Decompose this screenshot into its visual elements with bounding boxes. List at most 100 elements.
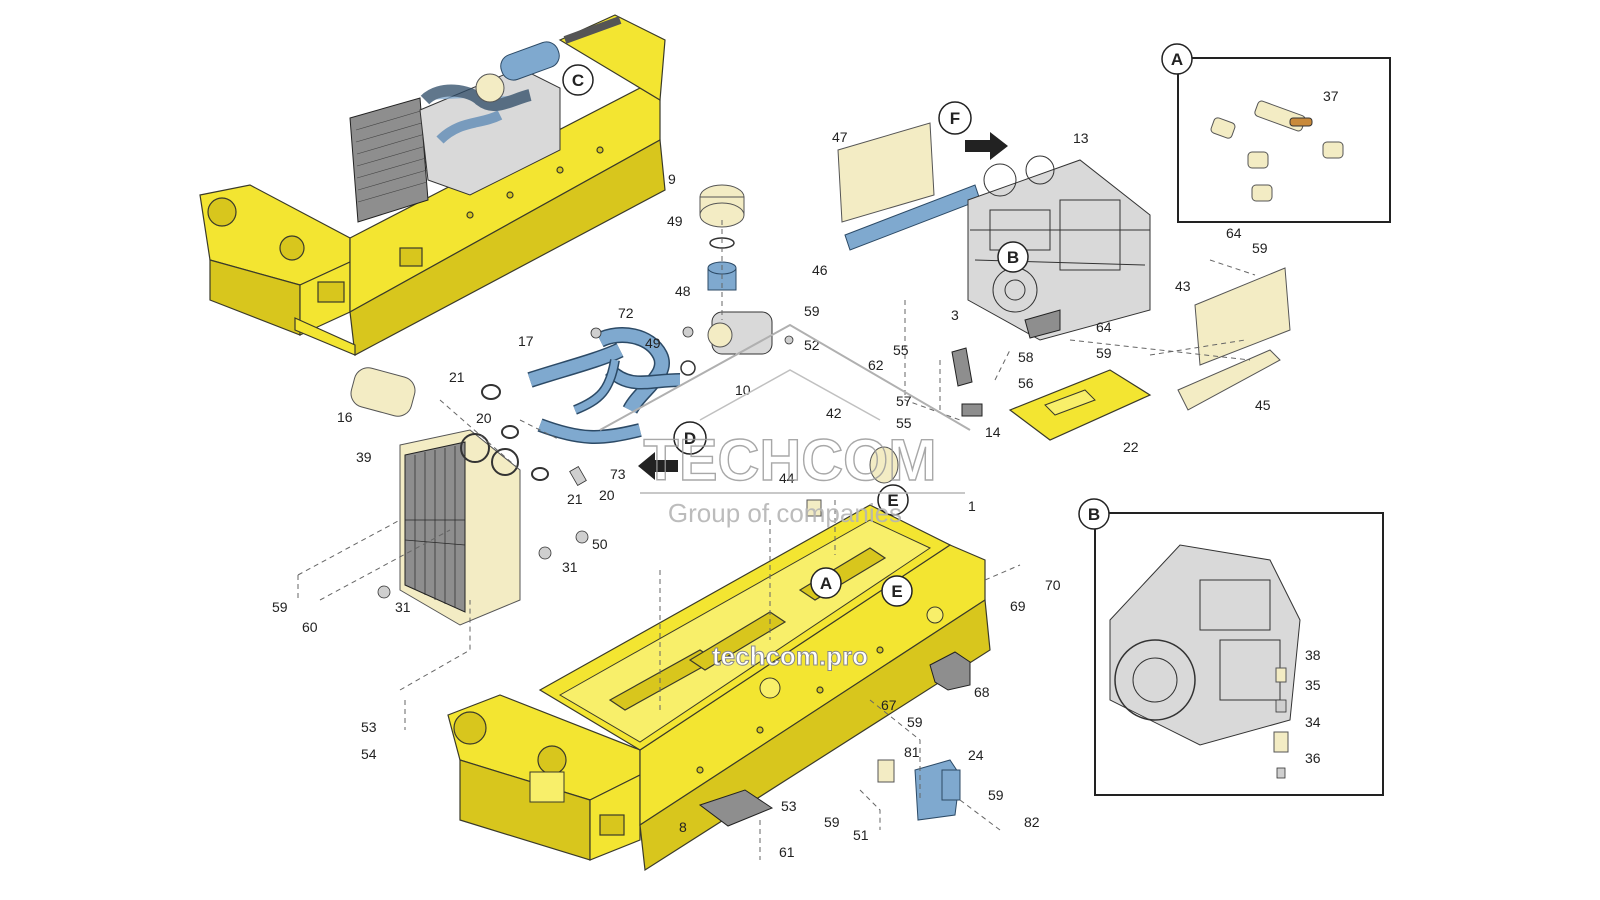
label-part-59-b: 59: [804, 303, 820, 319]
svg-text:A: A: [1171, 50, 1183, 69]
label-part-42: 42: [826, 405, 842, 421]
label-part-59-g: 59: [824, 814, 840, 830]
svg-text:B: B: [1088, 505, 1100, 524]
label-part-14: 14: [985, 424, 1001, 440]
label-part-49: 49: [667, 213, 683, 229]
label-part-3: 3: [951, 307, 959, 323]
label-part-62: 62: [868, 357, 884, 373]
callout-e-frame: E: [881, 575, 913, 607]
assembled-chassis-frame: [199, 14, 666, 356]
air-intake-parts: [680, 184, 773, 376]
callout-f: F: [938, 101, 972, 135]
label-part-9: 9: [668, 171, 676, 187]
label-part-45: 45: [1255, 397, 1271, 413]
label-part-34: 34: [1305, 714, 1321, 730]
direction-arrows: [638, 132, 1008, 480]
valve-fittings: [1210, 100, 1344, 202]
insulation-panels: [837, 122, 1291, 411]
label-part-68: 68: [974, 684, 990, 700]
label-part-57: 57: [896, 393, 912, 409]
label-part-60: 60: [302, 619, 318, 635]
watermark-brand: TECHCOM: [643, 428, 936, 493]
dashed-assembly-lines: [297, 220, 1256, 860]
label-part-20: 20: [476, 410, 492, 426]
label-part-64-b: 64: [1096, 319, 1112, 335]
svg-text:D: D: [684, 429, 696, 448]
label-part-1: 1: [968, 498, 976, 514]
svg-text:A: A: [820, 574, 832, 593]
label-part-55-b: 55: [896, 415, 912, 431]
label-part-50: 50: [592, 536, 608, 552]
label-part-61: 61: [779, 844, 795, 860]
label-part-59-f: 59: [988, 787, 1004, 803]
callout-c: C: [562, 64, 594, 96]
part-number-labels: 1 3 8 9 10 13 14 16 17 20 20 21 21 22 24…: [272, 88, 1339, 860]
label-part-59-e: 59: [907, 714, 923, 730]
label-part-24: 24: [968, 747, 984, 763]
engine-detail: [1109, 544, 1301, 746]
techcom-watermark: TECHCOM Group of companies techcom.pro: [599, 323, 971, 672]
lower-brackets: [698, 651, 971, 827]
hose-clamps: [481, 327, 602, 486]
label-part-55: 55: [893, 342, 909, 358]
label-part-59-c: 59: [1096, 345, 1112, 361]
label-part-44: 44: [779, 470, 795, 486]
label-part-20-b: 20: [599, 487, 615, 503]
label-part-35: 35: [1305, 677, 1321, 693]
label-part-31: 31: [562, 559, 578, 575]
label-part-48: 48: [675, 283, 691, 299]
watermark-tagline: Group of companies: [668, 498, 902, 528]
label-part-46: 46: [812, 262, 828, 278]
label-part-36: 36: [1305, 750, 1321, 766]
label-part-72: 72: [618, 305, 634, 321]
label-part-8: 8: [679, 819, 687, 835]
label-part-21-b: 21: [567, 491, 583, 507]
svg-text:E: E: [891, 582, 902, 601]
callout-b-engine: B: [997, 241, 1029, 273]
label-part-38: 38: [1305, 647, 1321, 663]
label-part-31-b: 31: [395, 599, 411, 615]
label-part-70: 70: [1045, 577, 1061, 593]
label-part-49-b: 49: [645, 335, 661, 351]
label-part-51: 51: [853, 827, 869, 843]
svg-text:F: F: [950, 109, 960, 128]
label-part-16: 16: [337, 409, 353, 425]
label-part-59-d: 59: [272, 599, 288, 615]
label-part-54: 54: [361, 746, 377, 762]
detail-view-a: A: [1161, 43, 1391, 223]
label-part-21: 21: [449, 369, 465, 385]
svg-text:E: E: [887, 491, 898, 510]
label-part-56: 56: [1018, 375, 1034, 391]
label-part-81: 81: [904, 744, 920, 760]
label-part-22: 22: [1123, 439, 1139, 455]
coolant-hoses: [527, 327, 681, 444]
label-part-53: 53: [781, 798, 797, 814]
label-part-58: 58: [1018, 349, 1034, 365]
radiator-39: [377, 429, 589, 626]
label-part-64: 64: [1226, 225, 1242, 241]
label-part-53-b: 53: [361, 719, 377, 735]
label-part-52: 52: [804, 337, 820, 353]
callout-d: D: [673, 421, 707, 455]
misc-center-parts: [784, 335, 899, 517]
watermark-url: techcom.pro: [712, 641, 868, 671]
svg-text:B: B: [1007, 248, 1019, 267]
callout-a-frame: A: [810, 567, 842, 599]
label-part-59-a: 59: [1252, 240, 1268, 256]
label-part-37: 37: [1323, 88, 1339, 104]
label-part-39: 39: [356, 449, 372, 465]
label-part-69: 69: [1010, 598, 1026, 614]
label-part-13: 13: [1073, 130, 1089, 146]
sensor-parts: [1273, 667, 1289, 779]
detail-view-b: B: [1078, 498, 1384, 796]
label-part-17: 17: [518, 333, 534, 349]
label-part-82: 82: [1024, 814, 1040, 830]
engine-13: [967, 155, 1151, 341]
label-part-73: 73: [610, 466, 626, 482]
expansion-tank: [350, 367, 416, 417]
svg-text:C: C: [572, 71, 584, 90]
label-part-47: 47: [832, 129, 848, 145]
label-part-67: 67: [881, 697, 897, 713]
engine-mounts: [951, 347, 1152, 441]
